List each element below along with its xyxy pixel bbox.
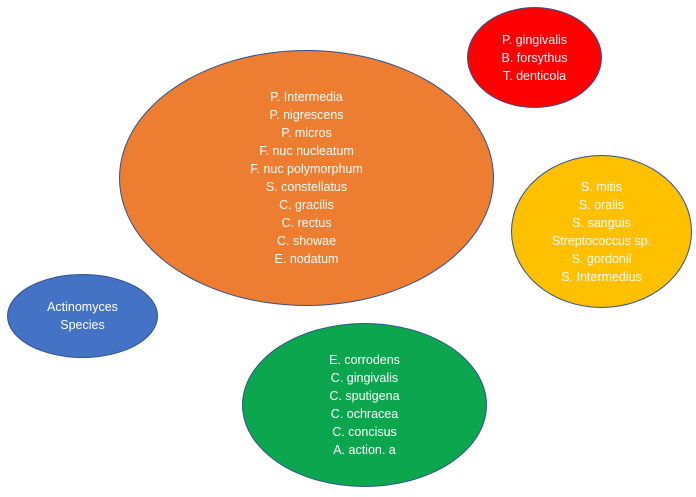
species-label: C. ochracea xyxy=(330,407,399,421)
species-label: P. nigrescens xyxy=(269,108,344,122)
species-label: C. gracilis xyxy=(279,198,334,212)
species-label: S. Intermedius xyxy=(561,269,642,284)
species-label: S. constellatus xyxy=(265,180,348,194)
species-label: C. concisus xyxy=(332,425,397,439)
species-label: F. nuc polymorphum xyxy=(250,162,363,176)
species-label: Actinomyces xyxy=(47,300,118,314)
red-complex-ellipse: P. gingivalis B. forsythus T. denticola xyxy=(467,7,602,108)
species-label: E. nodatum xyxy=(274,252,339,266)
orange-complex-species-list: P. Intermedia P. nigrescens P. micros F. nu… xyxy=(250,88,363,268)
green-complex-ellipse: E. corrodens C. gingivalis C. sputigena C. … xyxy=(242,323,487,487)
orange-complex-ellipse: P. Intermedia P. nigrescens P. micros F. nu… xyxy=(119,50,494,306)
species-label: B. forsythus xyxy=(501,50,568,65)
species-label: T. denticola xyxy=(502,68,567,83)
species-label: Species xyxy=(60,318,105,332)
species-label: P. Intermedia xyxy=(270,90,343,104)
species-label: S. oralis xyxy=(578,197,625,212)
green-complex-species-list: E. corrodens C. gingivalis C. sputigena C. … xyxy=(329,351,400,459)
species-label: S. gordonil xyxy=(571,251,632,266)
species-label: S. mitis xyxy=(581,179,622,194)
species-label: Streptococcus sp. xyxy=(551,233,652,248)
red-complex-species-list: P. gingivalis B. forsythus T. denticola xyxy=(502,31,568,85)
species-label: F. nuc nucleatum xyxy=(259,144,354,158)
species-label: P. micros xyxy=(281,126,332,140)
species-label: S. sanguis xyxy=(572,215,631,230)
species-label: C. showae xyxy=(276,234,337,248)
species-label: C. gingivalis xyxy=(330,371,399,385)
species-label: P. gingivalis xyxy=(501,32,568,47)
species-label: A. action. a xyxy=(333,443,396,457)
species-label: C. sputigena xyxy=(329,389,400,403)
species-label: E. corrodens xyxy=(329,353,400,367)
species-label: C. rectus xyxy=(281,216,332,230)
